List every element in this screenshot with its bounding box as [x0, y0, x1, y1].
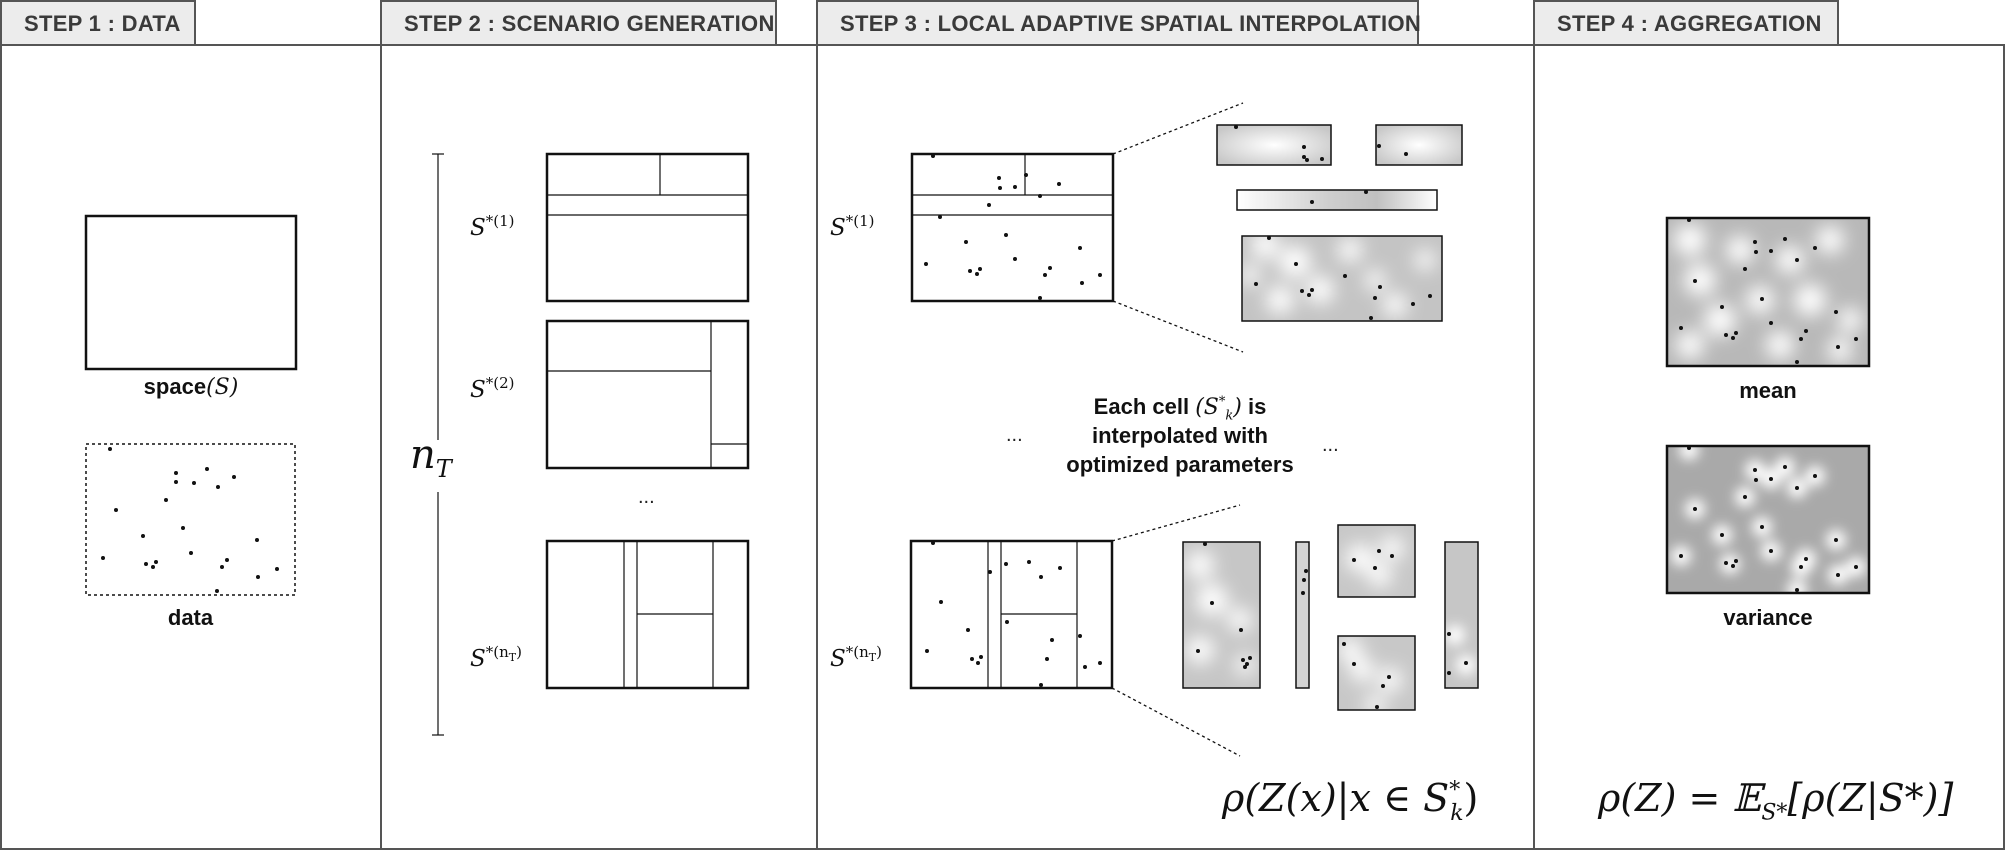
mean-map [1665, 216, 1871, 368]
scenario-2-label: S*(2) [470, 374, 515, 403]
interpolated-cell-1a [1216, 124, 1332, 166]
interpolated-cell-nT-d [1337, 635, 1416, 715]
scenario-1-label: S*(1) [470, 212, 515, 241]
scenario-nT-label: S*(nT) [470, 643, 522, 672]
step3-ellipsis-right: ... [1322, 434, 1339, 456]
step3-scenario-nT-points [925, 541, 1102, 687]
interpolated-cell-nT-a [1182, 541, 1261, 689]
scenario-nT-partition [545, 539, 750, 690]
scenario-2-partition [545, 319, 750, 470]
mean-label: mean [1739, 378, 1797, 403]
interpolated-cell-1d [1240, 231, 1443, 322]
step4-formula: ρ(Z) = 𝔼S*[ρ(Z|S*)] [1598, 776, 1954, 826]
step3-formula: ρ(Z(x)|x ∈ S*k) [1222, 776, 1479, 826]
interpolated-cell-nT-e [1444, 541, 1479, 689]
tab-step-3: STEP 3 : LOCAL ADAPTIVE SPATIAL INTERPOL… [816, 0, 1421, 44]
tab-step-1: STEP 1 : DATA [0, 0, 196, 44]
space-rectangle [84, 214, 298, 371]
space-label: space(S) [143, 374, 239, 400]
step3-caption-line-3: optimized parameters [1066, 452, 1294, 477]
step3-scenario-1-points [924, 154, 1102, 300]
variance-map [1665, 440, 1871, 600]
interpolated-cell-nT-b [1295, 541, 1310, 689]
panel-step-4 [1533, 44, 2005, 850]
data-points [101, 447, 279, 593]
scenario-1-partition [545, 152, 750, 303]
interpolated-cell-1c [1236, 189, 1438, 211]
variance-label: variance [1723, 605, 1813, 630]
tab-step-4: STEP 4 : AGGREGATION [1533, 0, 1839, 44]
data-rectangle [85, 443, 296, 596]
step3-scenario-nT [909, 539, 1114, 690]
step3-scenario-1 [910, 152, 1115, 303]
nT-label: nT [410, 432, 452, 483]
scenario-ellipsis: ... [638, 486, 655, 508]
step3-ellipsis-left: ... [1006, 424, 1023, 446]
tab-step-2: STEP 2 : SCENARIO GENERATION [380, 0, 777, 44]
interpolated-cell-1b [1375, 124, 1463, 166]
step3-caption-line-1: Each cell (S*k) is [1093, 394, 1267, 424]
step3-scenario-nT-label: S*(nT) [830, 643, 882, 672]
step3-caption-line-2: interpolated with [1092, 423, 1268, 448]
data-label: data [167, 605, 214, 630]
step3-scenario-1-label: S*(1) [830, 212, 875, 241]
interpolated-cell-nT-c [1337, 524, 1416, 598]
